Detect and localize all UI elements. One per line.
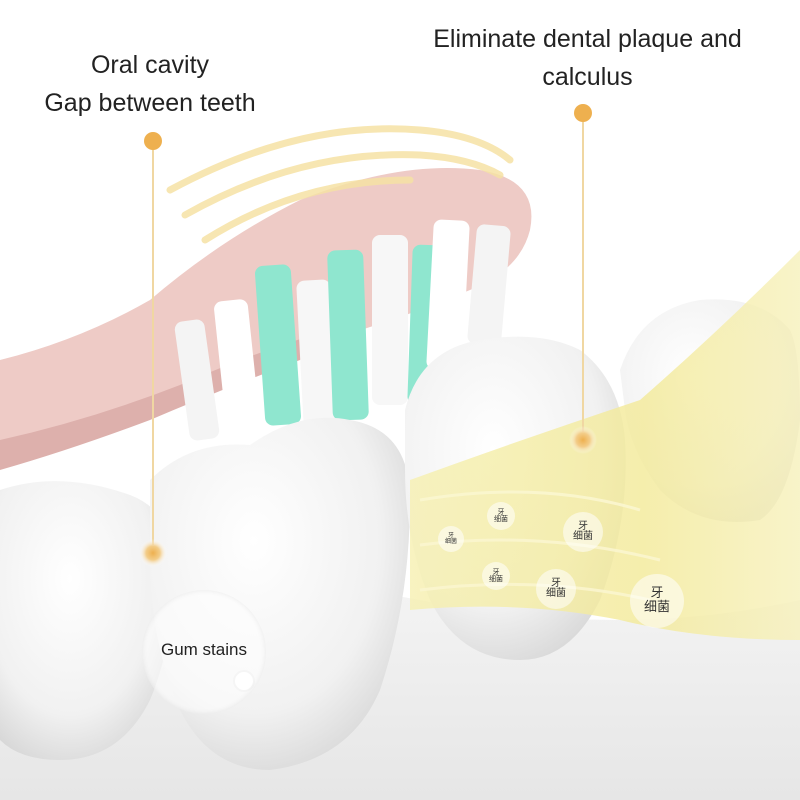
bacteria-word: 细菌 — [494, 515, 508, 523]
caption-oral-cavity: Oral cavity Gap between teeth — [0, 46, 300, 122]
bacteria-char: 牙 — [650, 586, 664, 602]
bacteria-char: 牙 — [497, 507, 505, 516]
caption-right-line2: calculus — [542, 63, 633, 91]
bacteria-word: 细菌 — [444, 538, 457, 545]
bacteria-char: 牙 — [447, 531, 454, 539]
marker-ring-left — [139, 539, 167, 567]
marker-dot-left-top — [144, 132, 162, 150]
bacteria-bubble: 牙 细菌 — [536, 569, 576, 609]
gum-stains-bubble — [142, 590, 266, 714]
caption-left-line1: Oral cavity — [90, 51, 210, 79]
bacteria-bubble: 牙 细菌 — [438, 526, 464, 552]
bacteria-word: 细菌 — [489, 575, 503, 583]
marker-ring-right — [569, 426, 597, 454]
bacteria-word: 细菌 — [546, 588, 566, 599]
tooth-left — [0, 481, 175, 760]
vibration-lines — [166, 125, 514, 244]
caption-right-line1: Eliminate dental plaque and — [433, 25, 742, 53]
caption-eliminate-plaque: Eliminate dental plaque and calculus — [420, 20, 755, 96]
bacteria-bubble: 牙 细菌 — [563, 512, 603, 552]
bacteria-bubble: 牙 细菌 — [487, 502, 515, 530]
bacteria-word: 细菌 — [573, 531, 593, 542]
bacteria-char: 牙 — [551, 577, 561, 589]
bacteria-word: 细菌 — [643, 600, 670, 615]
plaque-layer — [410, 250, 800, 640]
bacteria-bubble: 牙 细菌 — [630, 574, 684, 628]
gum-stains-label: Gum stains — [161, 640, 247, 659]
bacteria-char: 牙 — [492, 567, 500, 576]
marker-dot-right-top — [574, 104, 592, 122]
caption-left-line2: Gap between teeth — [44, 89, 256, 117]
bacteria-char: 牙 — [578, 520, 588, 532]
bacteria-bubble: 牙 细菌 — [482, 562, 510, 590]
